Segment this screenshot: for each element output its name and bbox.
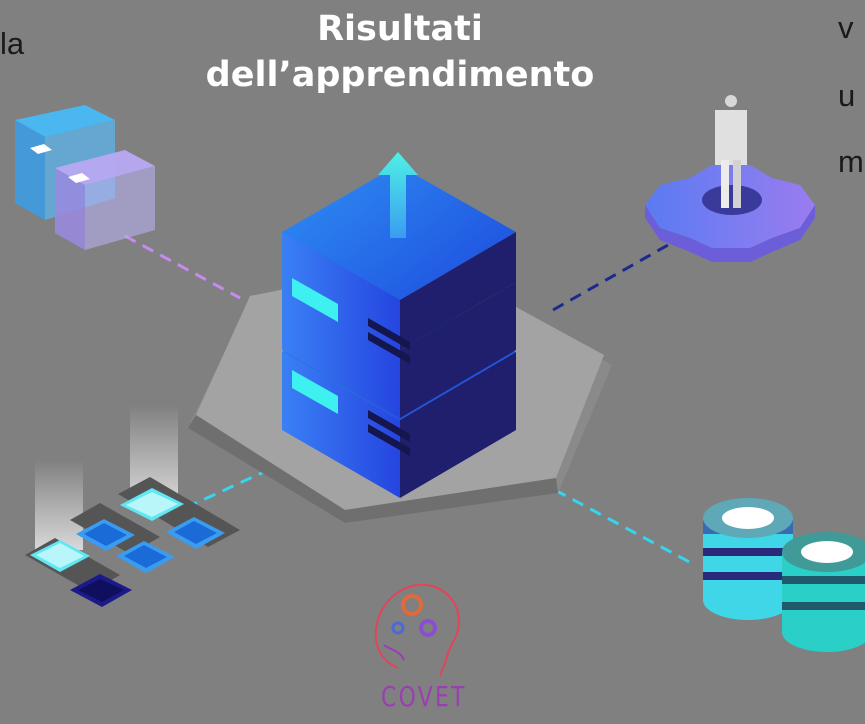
text-fragment-right-3: m xyxy=(838,144,864,179)
text-fragment-right-2: u xyxy=(838,78,856,113)
up-arrow-icon xyxy=(378,152,418,238)
title-line-2: dell’apprendimento xyxy=(205,55,595,95)
chip-grid-icon xyxy=(25,405,240,607)
server-stack-icon xyxy=(282,165,516,498)
connector-line-top-right xyxy=(552,243,669,312)
text-fragment-left: la xyxy=(0,26,25,61)
brain-gear-logo-icon xyxy=(374,583,460,677)
window-panels-icon xyxy=(15,105,155,250)
person-gear-icon xyxy=(645,95,815,262)
connector-line-bottom-right xyxy=(554,488,696,567)
connector-line-bottom-left xyxy=(167,468,269,518)
covet-logo-text: COVET xyxy=(381,680,467,713)
text-fragment-right-1: v xyxy=(838,10,854,45)
page-title: Risultati dell’apprendimento xyxy=(150,6,650,98)
title-line-1: Risultati xyxy=(317,9,483,49)
database-cylinders-icon xyxy=(703,498,865,652)
connector-line-top-left xyxy=(124,234,241,300)
